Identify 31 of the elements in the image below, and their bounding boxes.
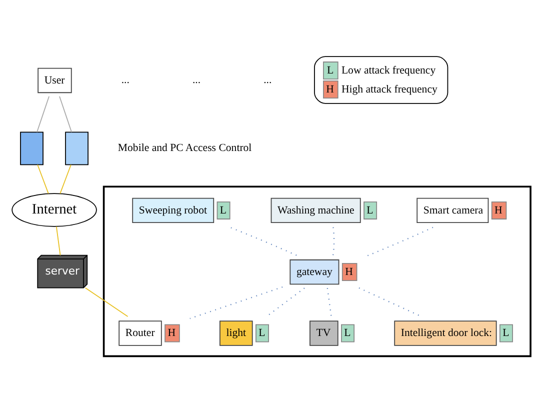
- node-box: [20, 131, 44, 165]
- connector: [358, 286, 422, 317]
- connector: [36, 95, 50, 132]
- legend-label: High attack frequency: [341, 82, 438, 95]
- connector: [56, 226, 61, 256]
- connector: [60, 164, 72, 194]
- connector: [367, 225, 436, 256]
- node-label: H: [345, 265, 353, 278]
- node-label: L: [258, 326, 266, 339]
- connector: [84, 286, 128, 316]
- node-box: [65, 131, 88, 165]
- node-label: L: [502, 326, 510, 339]
- node-label: H: [494, 204, 502, 216]
- node-label: L: [344, 326, 351, 339]
- connector: [190, 286, 283, 319]
- label: ...: [121, 73, 130, 86]
- connector: [326, 288, 332, 316]
- label: ...: [264, 73, 272, 86]
- label: L: [327, 64, 334, 76]
- node-ellipse: Internet: [12, 192, 97, 226]
- node-label: H: [168, 326, 176, 339]
- label: H: [326, 82, 334, 95]
- label: Mobile and PC Access Control: [118, 142, 252, 154]
- node-label: L: [366, 204, 374, 216]
- connector: [59, 95, 72, 132]
- cluster: [102, 185, 532, 357]
- label: ...: [192, 73, 201, 86]
- connector: [266, 287, 305, 316]
- connector: [37, 164, 49, 194]
- node-label: L: [220, 204, 227, 216]
- legend-label: Low attack frequency: [341, 64, 436, 76]
